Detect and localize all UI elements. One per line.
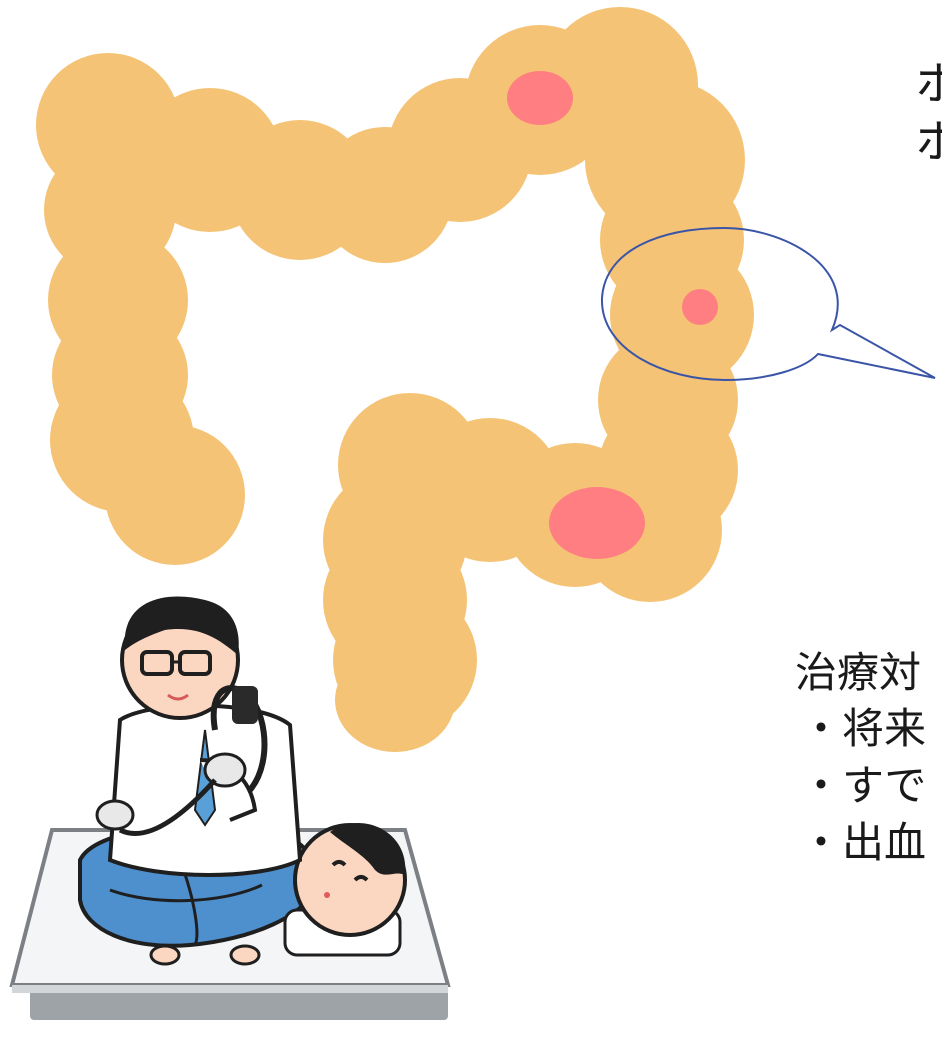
- doctor-icon: [95, 596, 303, 877]
- polyp-middle: [682, 289, 718, 325]
- treatment-item: ・将来: [800, 704, 927, 753]
- polyp-bottom: [549, 487, 645, 559]
- treatment-heading: 治療対: [795, 648, 922, 697]
- endoscope-icon: [118, 685, 268, 836]
- title-line-2: ポ: [916, 114, 942, 168]
- colon-shape: [36, 7, 754, 752]
- polyp-top: [507, 71, 573, 125]
- title-line-1: ポ: [916, 56, 942, 110]
- treatment-item: ・出血: [800, 818, 927, 867]
- polyps: [507, 71, 718, 559]
- callout-bubble: [600, 226, 936, 382]
- treatment-item: ・すで: [800, 761, 927, 810]
